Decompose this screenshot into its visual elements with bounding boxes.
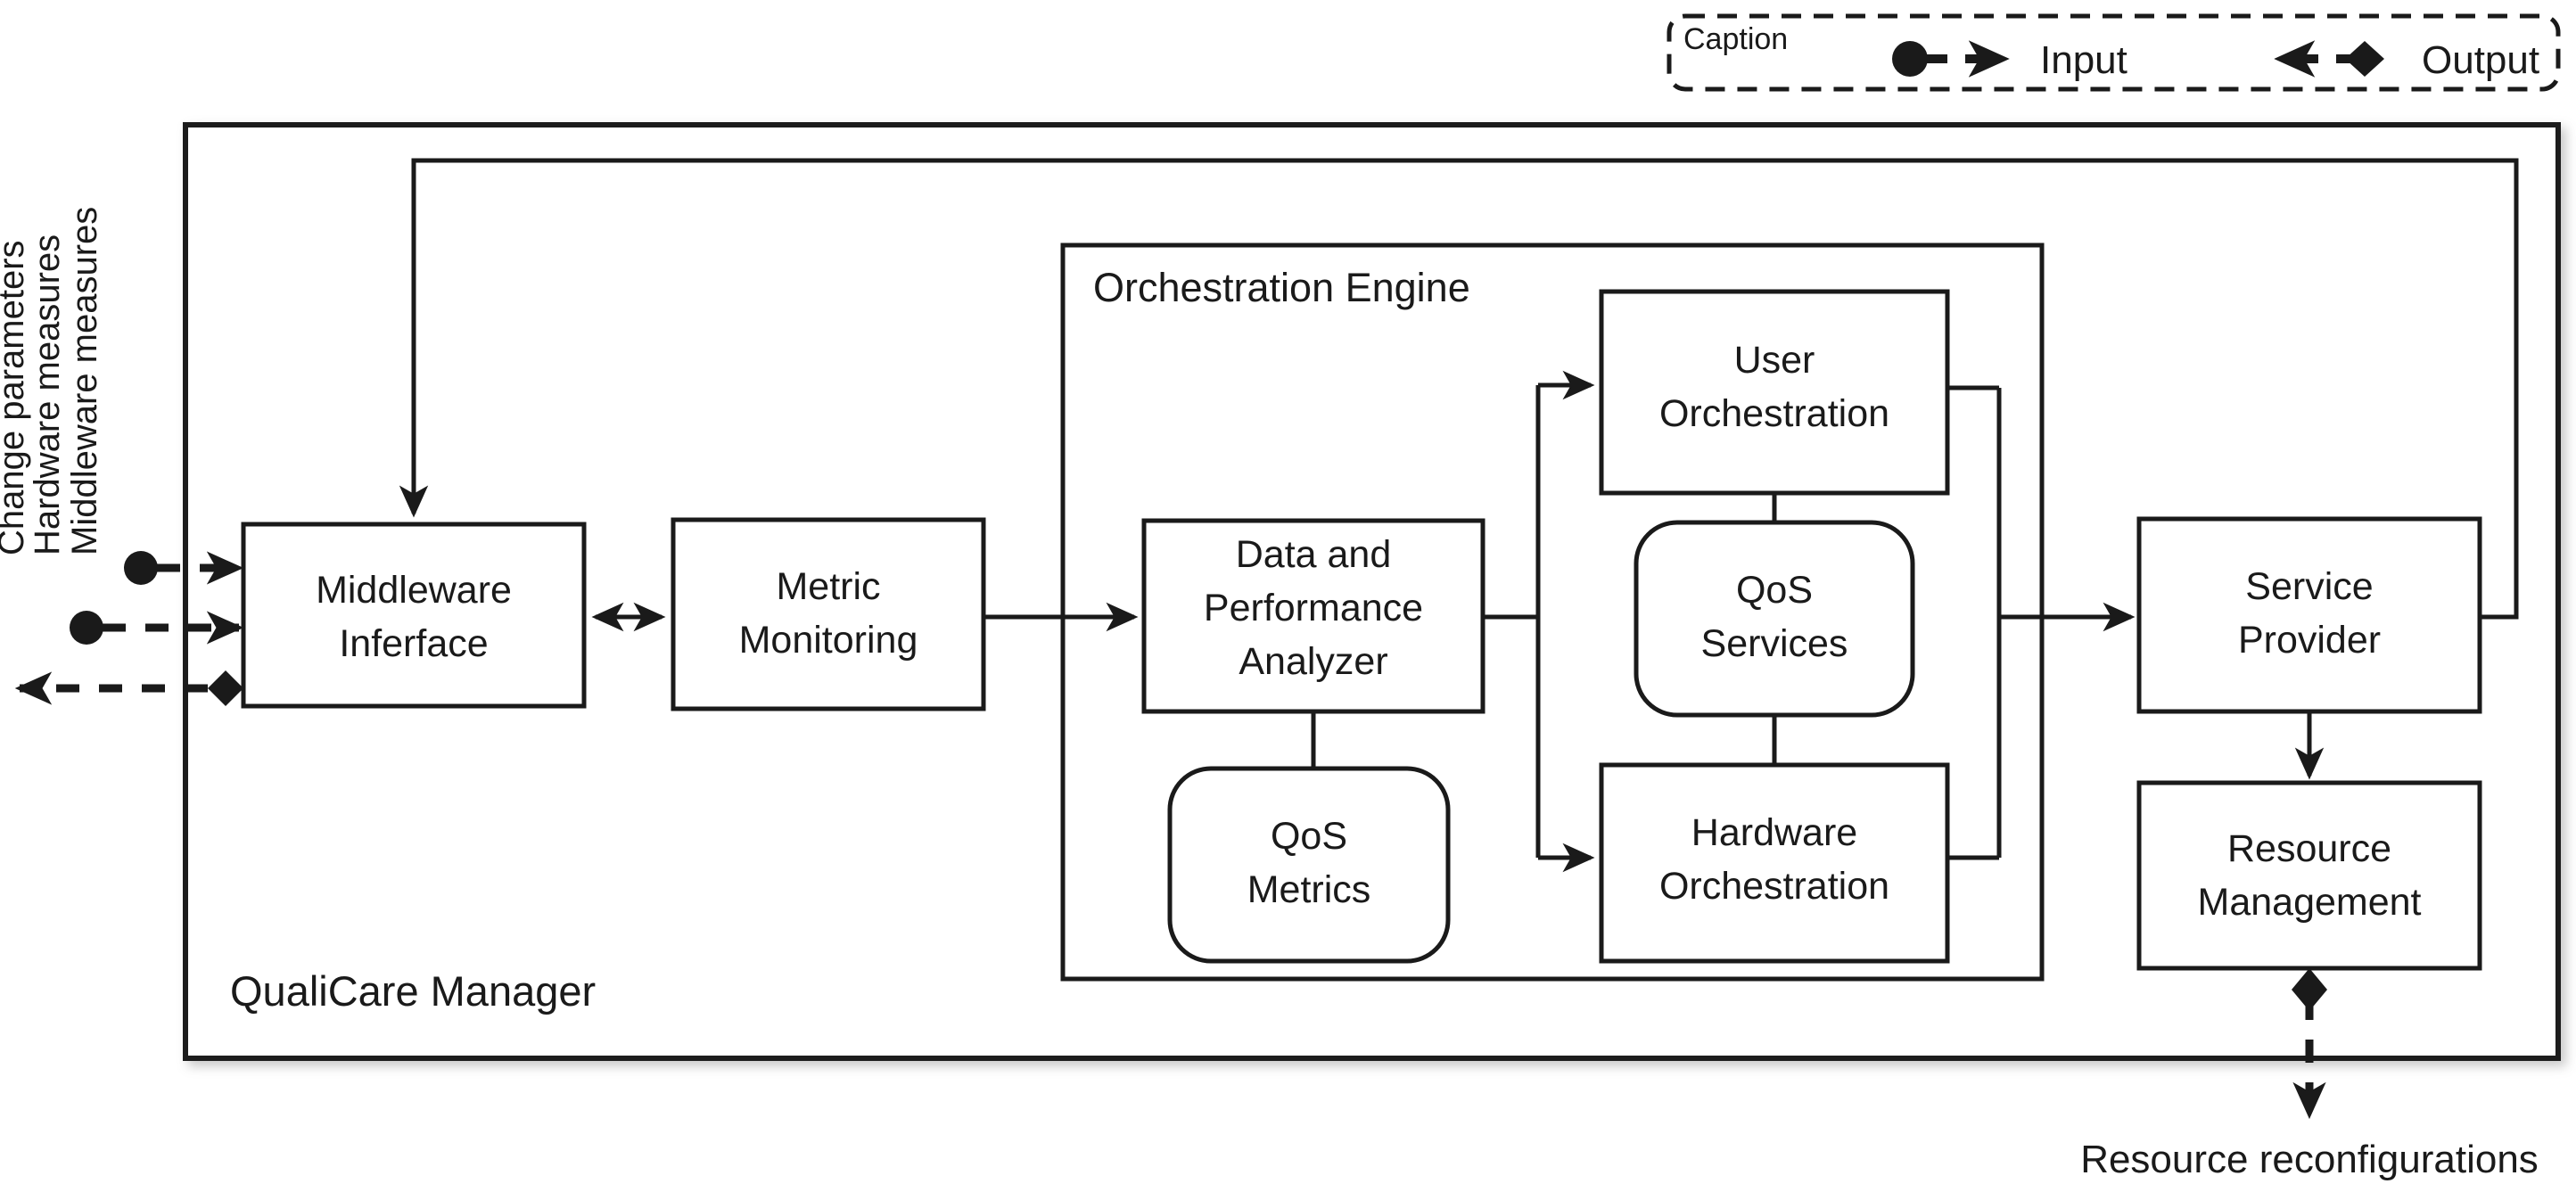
qos-services-box [1634,520,1915,718]
user-orchestration-label-line2: Orchestration [1659,392,1889,435]
node-user-orchestration: User Orchestration [1599,289,1950,496]
node-data-performance-analyzer: Data and Performance Analyzer [1141,518,1486,714]
resource-management-box [2136,780,2482,971]
qos-metrics-label-line2: Metrics [1247,868,1371,911]
metric-monitoring-box [671,517,986,711]
legend-input-entry: Input [1892,38,2127,82]
node-hardware-orchestration: Hardware Orchestration [1599,762,1950,964]
qos-services-label-line2: Services [1701,622,1848,665]
hardware-orchestration-box [1599,762,1950,964]
orchestration-engine-group: Orchestration Engine [1060,243,2045,982]
middleware-measures-source-dot [124,551,158,585]
change-parameters-diamond [208,670,243,706]
node-qos-services: QoS Services [1634,520,1915,718]
output-change-parameters: Change parameters [0,240,243,706]
service-provider-label-line1: Service [2245,565,2373,608]
legend-caption-label: Caption [1683,22,1788,56]
qos-services-label-line1: QoS [1736,569,1813,612]
output-resource-reconfigurations: Resource reconfigurations [2080,968,2539,1181]
legend-output-label: Output [2422,38,2539,82]
service-provider-box [2136,516,2482,714]
analyzer-box [1141,518,1486,714]
middleware-measures-label: Middleware measures [65,207,104,555]
metric-monitoring-label-line2: Monitoring [739,619,918,662]
service-provider-label-line2: Provider [2238,619,2381,662]
feedback-path [399,158,2519,620]
middleware-interface-label-line1: Middleware [316,569,512,612]
qualicare-manager-title: QualiCare Manager [230,967,596,1015]
orchestration-output-bus [1947,385,2136,860]
legend-output-entry: Output [2274,38,2539,82]
node-qos-metrics: QoS Metrics [1167,766,1451,964]
resource-reconfigurations-label: Resource reconfigurations [2080,1138,2539,1181]
qos-metrics-box [1167,766,1451,964]
input-middleware-measures: Middleware measures [65,207,244,585]
resource-reconfigurations-diamond [2292,968,2327,1011]
legend-border [1667,13,2561,92]
hardware-measures-source-dot [70,611,103,645]
user-orchestration-box [1599,289,1950,496]
node-middleware-interface: Middleware Inferface [241,522,587,709]
middleware-interface-box [241,522,587,709]
node-metric-monitoring: Metric Monitoring [671,517,986,711]
arrow-left-dash-diamond-icon [2274,40,2384,78]
hardware-measures-label: Hardware measures [28,234,67,555]
analyzer-label-line3: Analyzer [1239,640,1387,683]
circle-dash-arrow-right-icon [1892,40,2010,78]
qos-metrics-label-line1: QoS [1271,815,1347,858]
feedback-loop-service-provider-to-middleware [399,158,2519,620]
analyzer-label-line1: Data and [1236,533,1392,576]
middleware-interface-label-line2: Inferface [339,622,488,665]
user-orchestration-label-line1: User [1734,339,1815,382]
metric-monitoring-label-line1: Metric [776,565,880,608]
node-resource-management: Resource Management [2136,780,2482,971]
resource-management-label-line1: Resource [2227,827,2391,870]
orchestration-engine-title: Orchestration Engine [1093,265,1470,310]
legend-input-label: Input [2040,38,2127,82]
hardware-orchestration-label-line2: Orchestration [1659,865,1889,908]
legend-box: Caption Input Output [1667,13,2561,92]
node-service-provider: Service Provider [2136,516,2482,714]
change-parameters-label: Change parameters [0,240,31,555]
orchestration-engine-border [1060,243,2045,982]
resource-management-label-line2: Management [2198,881,2422,924]
hardware-orchestration-label-line1: Hardware [1691,811,1857,854]
analyzer-label-line2: Performance [1204,587,1423,629]
input-hardware-measures: Hardware measures [28,234,244,645]
orchestration-input-bus [1483,370,1595,873]
